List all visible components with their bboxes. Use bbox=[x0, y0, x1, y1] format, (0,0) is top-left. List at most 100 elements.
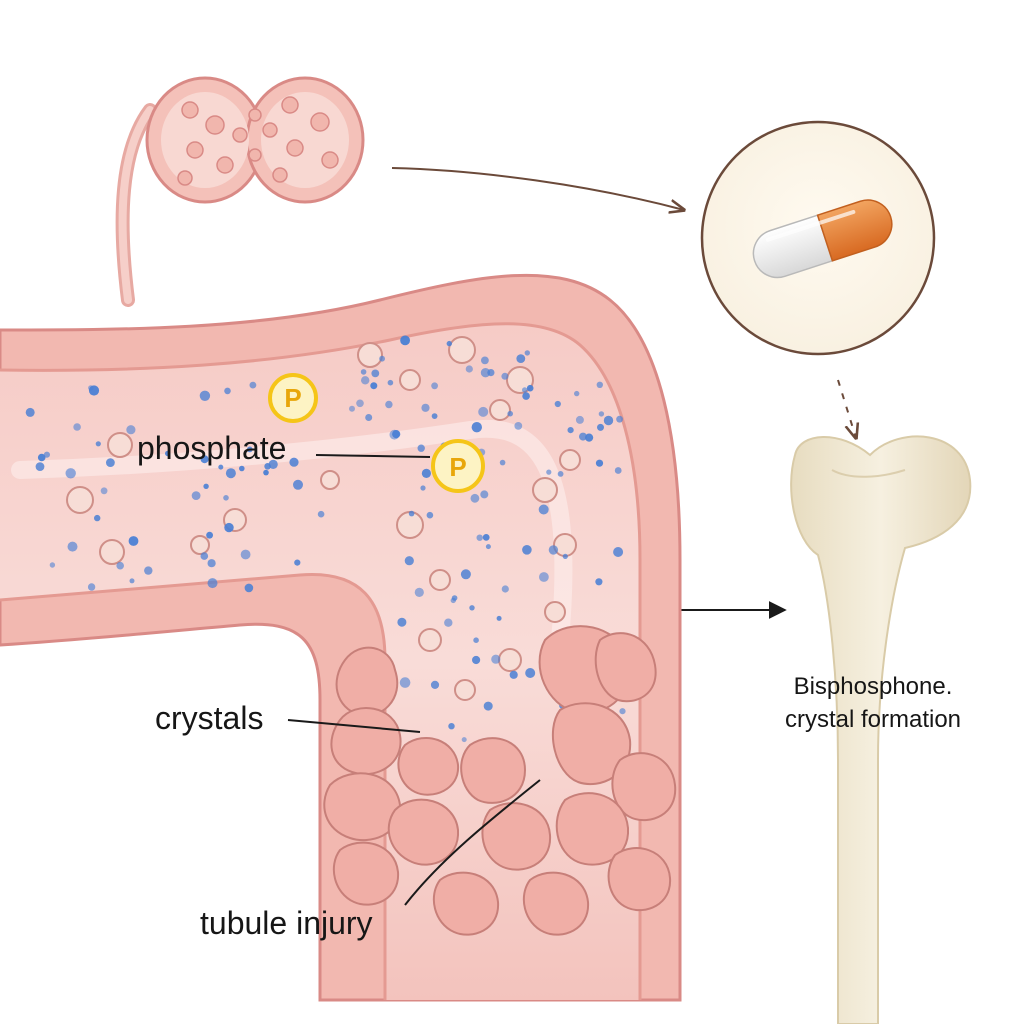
crystal-particle bbox=[481, 356, 489, 365]
crystal-particle bbox=[191, 491, 201, 500]
crystal-particle bbox=[522, 545, 532, 555]
crystal-particle bbox=[87, 583, 96, 591]
crystal-particle bbox=[548, 545, 559, 555]
crystal-particle bbox=[224, 387, 231, 395]
crystal-particle bbox=[420, 485, 426, 491]
crystal-particle bbox=[616, 415, 623, 423]
crystal-particle bbox=[524, 350, 530, 356]
crystal-particle bbox=[408, 510, 415, 517]
crystal-particle bbox=[392, 430, 401, 439]
phosphate-label: phosphate bbox=[137, 430, 287, 466]
crystals-label: crystals bbox=[155, 700, 264, 736]
crystal-particle bbox=[239, 465, 245, 472]
arrow-to-capsule bbox=[391, 167, 684, 210]
crystal-particle bbox=[370, 382, 378, 390]
crystal-particle bbox=[431, 413, 438, 419]
crystal-particle bbox=[417, 444, 425, 452]
cells-in-lumen bbox=[66, 336, 581, 701]
crystal-particle bbox=[448, 723, 455, 730]
crystal-particle bbox=[365, 414, 373, 421]
svg-text:P: P bbox=[449, 452, 466, 482]
crystal-particle bbox=[499, 459, 506, 466]
crystal-particle bbox=[567, 427, 574, 434]
crystal-particle bbox=[200, 552, 209, 560]
crystal-particle bbox=[144, 566, 153, 575]
crystal-particle bbox=[200, 455, 209, 464]
crystal-particle bbox=[469, 605, 475, 611]
crystal-particle bbox=[575, 415, 584, 424]
crystal-particle bbox=[598, 411, 605, 417]
crystal-particle bbox=[67, 541, 78, 552]
crystal-particle bbox=[579, 432, 587, 441]
crystal-particle bbox=[126, 425, 136, 435]
crystal-particle bbox=[37, 453, 46, 462]
tubule-injury-leader-line bbox=[404, 779, 541, 906]
capsule-icon bbox=[700, 120, 936, 356]
tubule-injury-label: tubule injury bbox=[200, 905, 373, 941]
crystal-particle bbox=[207, 559, 216, 568]
crystal-particle bbox=[397, 617, 407, 627]
crystal-particle bbox=[595, 578, 603, 586]
crystal-particle bbox=[554, 400, 561, 408]
crystal-particle bbox=[478, 406, 489, 417]
crystal-particle bbox=[516, 354, 526, 363]
crystal-particle bbox=[465, 365, 473, 373]
crystal-particle bbox=[73, 423, 81, 431]
crystal-particle bbox=[501, 585, 509, 593]
crystal-particle bbox=[206, 531, 214, 539]
crystal-particle bbox=[483, 701, 493, 711]
crystal-particle bbox=[263, 469, 269, 476]
crystal-particle bbox=[100, 487, 108, 495]
crystal-particle bbox=[385, 400, 393, 409]
phosphate-badge-icon-2: P bbox=[431, 439, 485, 493]
crystal-particle bbox=[207, 578, 218, 589]
crystal-particle bbox=[491, 654, 501, 664]
crystal-particle bbox=[546, 469, 552, 475]
crystal-particle bbox=[480, 490, 489, 499]
phosphate-badge-icon: P bbox=[268, 373, 318, 423]
crystal-particle bbox=[199, 390, 211, 401]
crystal-particle bbox=[525, 668, 536, 678]
crystal-particle bbox=[446, 340, 452, 347]
crystal-particle bbox=[94, 514, 101, 522]
crystal-particle bbox=[444, 618, 453, 627]
arrow-to-bone bbox=[837, 379, 856, 438]
crystal-particle bbox=[224, 522, 234, 533]
crystal-particle bbox=[218, 464, 224, 470]
crystal-particle bbox=[613, 547, 624, 557]
crystal-particle bbox=[562, 553, 568, 560]
crystal-particle bbox=[35, 462, 45, 471]
crystal-particle bbox=[128, 536, 139, 546]
crystal-particle bbox=[476, 534, 483, 541]
kidney-icon bbox=[115, 76, 365, 307]
crystal-particle bbox=[522, 387, 528, 393]
crystal-particle bbox=[293, 479, 303, 490]
crystal-particle bbox=[356, 399, 364, 408]
bisphosphonate-label-line2: crystal formation bbox=[784, 706, 962, 733]
crystal-particle bbox=[289, 457, 299, 467]
crystals-leader-line bbox=[287, 719, 421, 733]
bisphosphonate-label: Bisphosphone. crystal formation bbox=[758, 670, 988, 736]
crystal-particle bbox=[400, 335, 410, 346]
crystal-particle bbox=[596, 381, 603, 388]
crystal-particle bbox=[557, 471, 564, 477]
crystal-particle bbox=[471, 422, 482, 433]
bone-icon bbox=[790, 435, 972, 1024]
crystal-particle bbox=[249, 381, 257, 389]
bisphosphonate-label-line1: Bisphosphone. bbox=[793, 673, 953, 700]
crystal-particle bbox=[65, 468, 76, 479]
crystal-particle bbox=[539, 572, 549, 582]
crystal-particle bbox=[597, 423, 604, 431]
crystal-particle bbox=[106, 458, 115, 467]
crystal-particle bbox=[450, 597, 456, 604]
crystal-particle bbox=[482, 534, 490, 541]
phosphate-leader-line bbox=[315, 454, 431, 458]
crystal-particle bbox=[268, 459, 278, 469]
crystal-particle bbox=[371, 369, 380, 378]
crystal-particle bbox=[538, 504, 549, 515]
crystal-particle bbox=[294, 559, 301, 566]
crystal-particle bbox=[472, 655, 481, 665]
crystal-particle bbox=[461, 737, 467, 743]
